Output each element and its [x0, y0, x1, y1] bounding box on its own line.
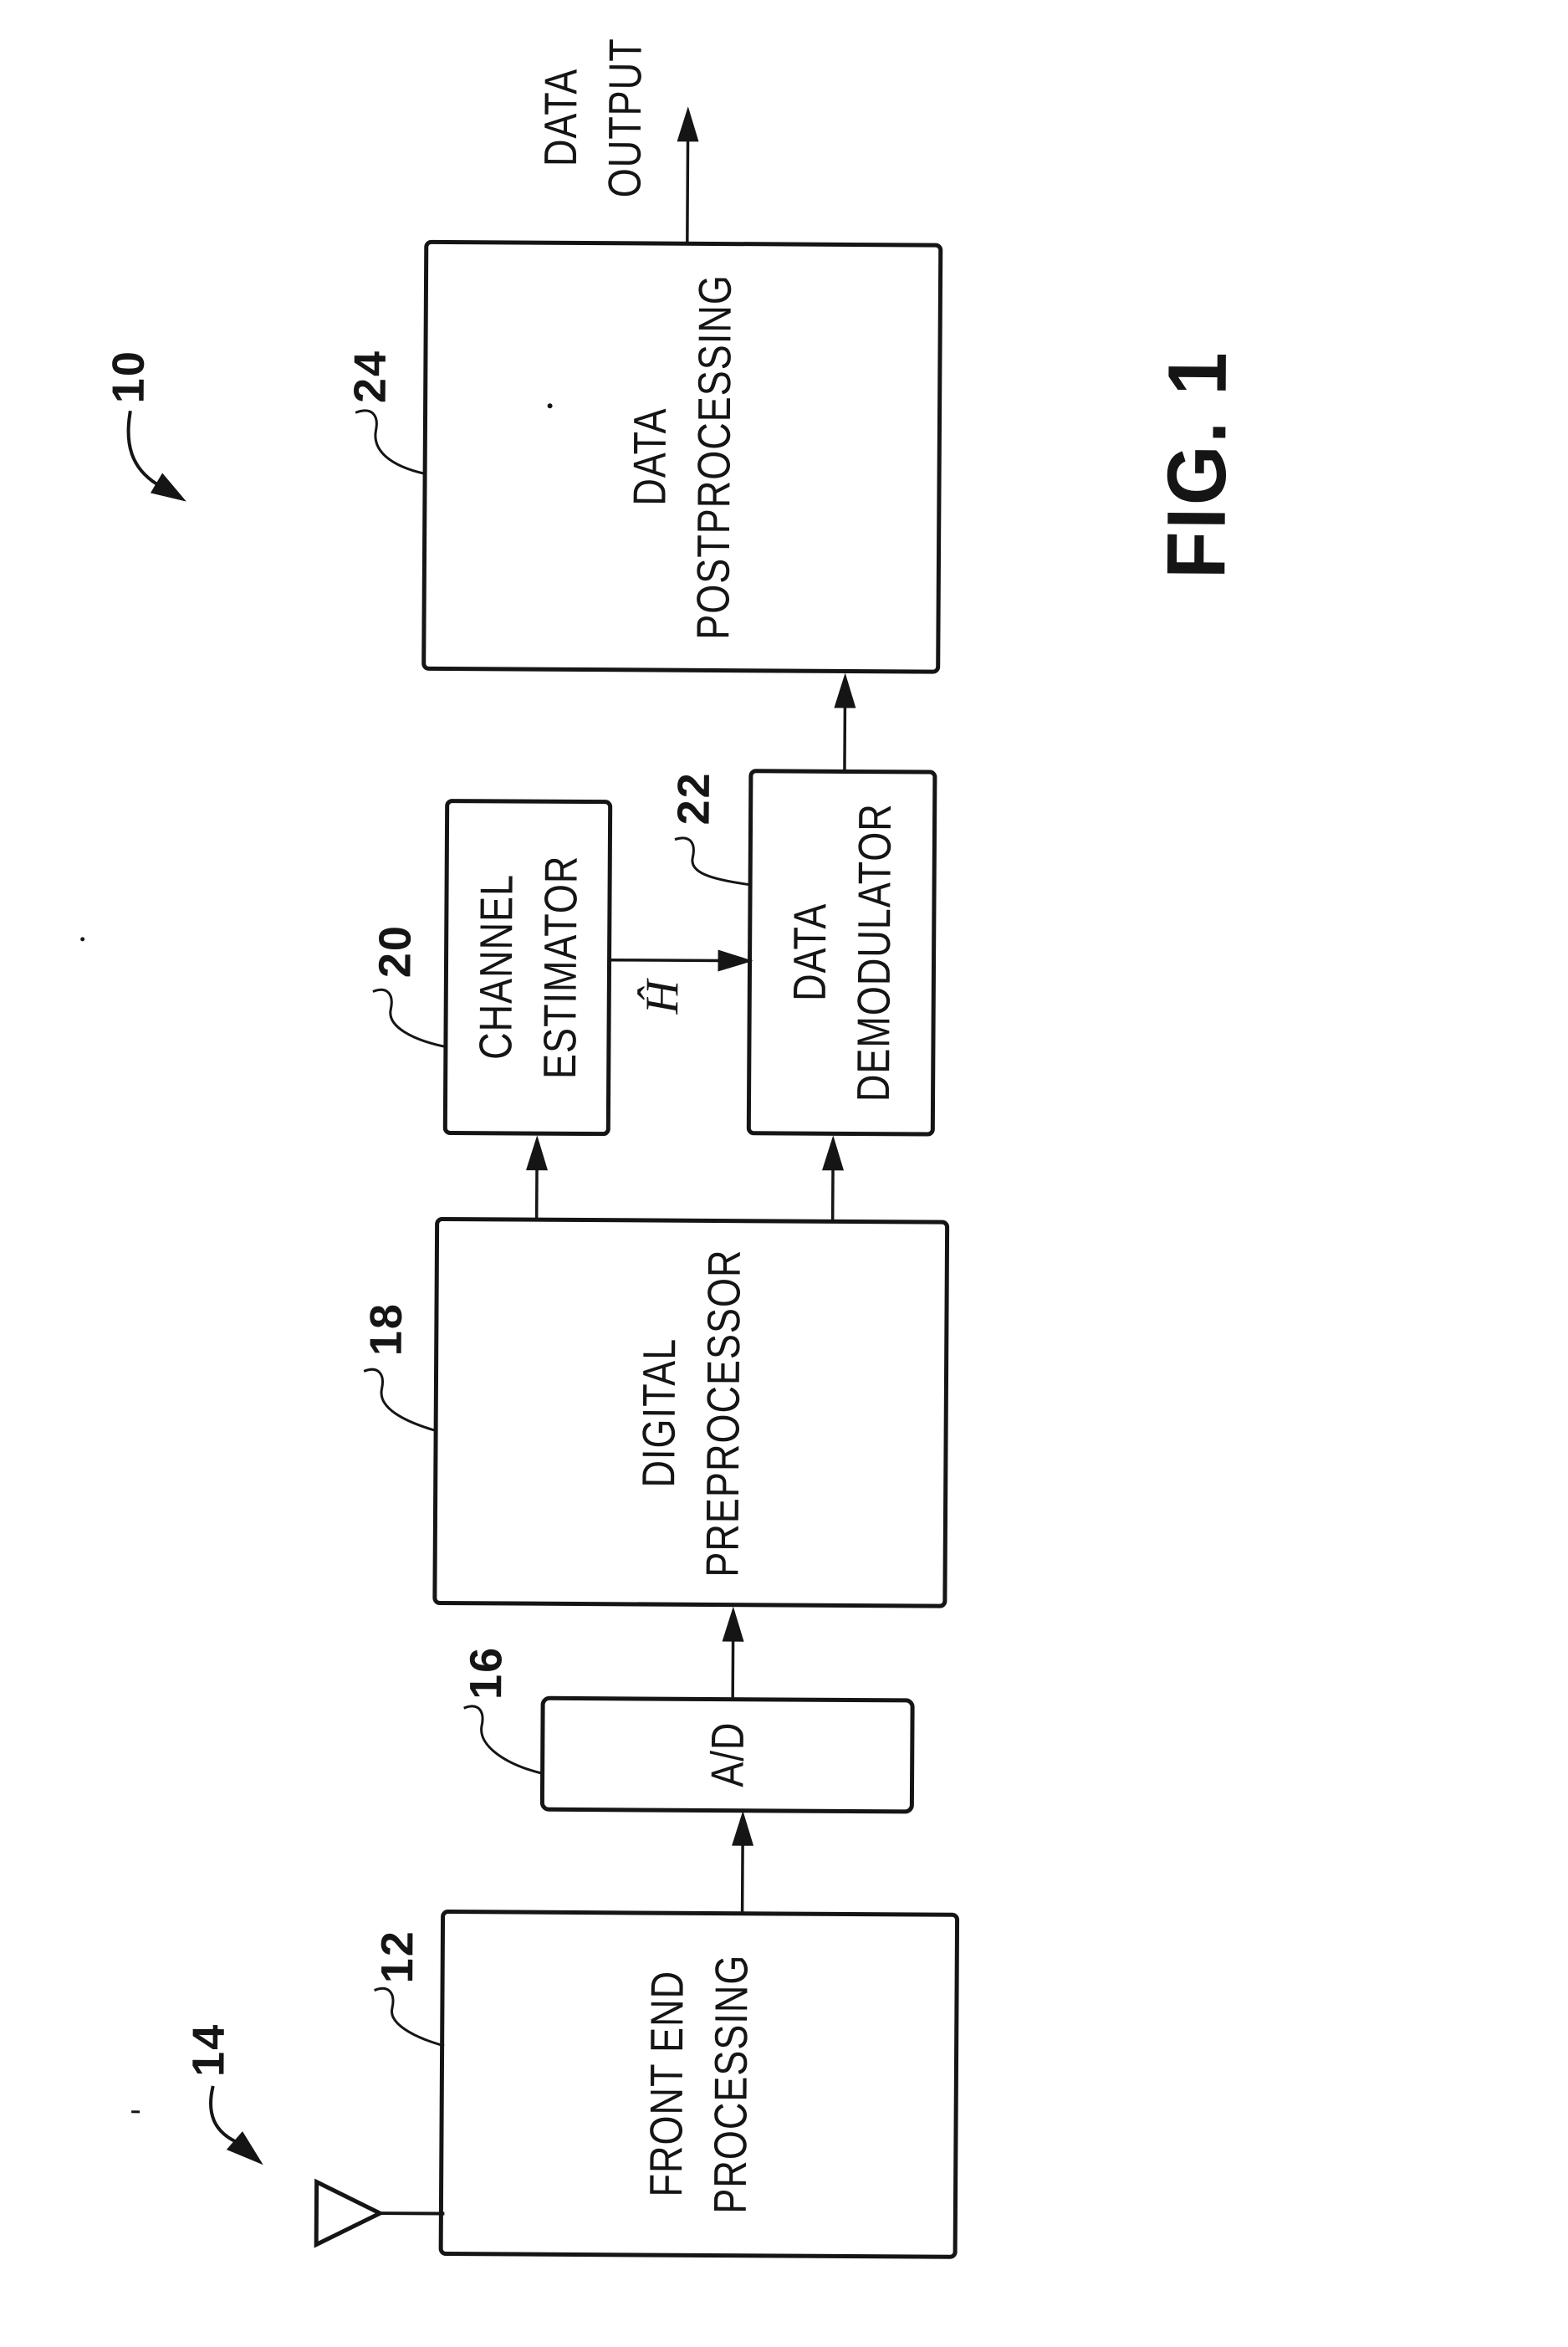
arrowhead-up-icon — [834, 672, 856, 708]
arrowhead-right-icon — [718, 949, 753, 972]
block-digital-preprocessor-outline — [432, 1217, 950, 1608]
arrow-preprocessor-to-demodulator — [822, 1135, 845, 1224]
arrowhead-up-icon — [822, 1135, 845, 1171]
ref-label-24: 24 — [345, 349, 396, 404]
antenna-triangle — [314, 2178, 386, 2248]
block-front-end-processing-label: FRONT END PROCESSING — [639, 1954, 758, 2214]
block-ad-converter-label: A/D — [701, 1721, 754, 1787]
scan-specks — [80, 403, 553, 2114]
ref-label-14: 14 — [183, 2022, 234, 2078]
data-output-label: DATA OUTPUT — [534, 38, 651, 198]
arrowhead-up-icon — [526, 1135, 549, 1171]
ref-label-16: 16 — [461, 1645, 512, 1700]
block-ad-converter-outline — [539, 1695, 915, 1814]
leader-ref-20 — [372, 988, 447, 1049]
arrow-demodulator-to-postprocessing — [834, 672, 856, 774]
ref-label-12: 12 — [372, 1929, 423, 1984]
arrow-preprocessor-to-estimator — [526, 1135, 549, 1221]
block-front-end-processing-outline — [438, 1910, 960, 2259]
block-channel-estimator-label: CHANNEL ESTIMATOR — [469, 855, 587, 1080]
block-data-demodulator-label: DATA DEMODULATOR — [783, 803, 901, 1102]
arrowhead-down-right-icon — [226, 2131, 263, 2165]
scan-speck — [547, 403, 553, 409]
ref-label-22: 22 — [668, 771, 719, 826]
scan-speck — [80, 937, 85, 942]
ref-label-18: 18 — [360, 1301, 412, 1357]
arrow-estimator-to-demodulator — [607, 949, 753, 972]
antenna-icon — [314, 2178, 445, 2248]
arrow-frontend-to-ad — [732, 1810, 754, 1915]
flow-arrows — [526, 106, 856, 1915]
arrowhead-up-icon — [732, 1810, 754, 1846]
ref-label-10: 10 — [103, 349, 155, 404]
arrow-data-output — [677, 106, 699, 246]
leader-ref-24 — [355, 409, 426, 476]
channel-estimate-symbol: Ĥ — [636, 979, 689, 1015]
block-digital-preprocessor-label: DIGITAL PREPROCESSOR — [632, 1249, 750, 1577]
leader-ref-22 — [674, 836, 752, 887]
leader-ref-16 — [463, 1705, 544, 1776]
antenna-ref-arrow — [209, 2085, 263, 2165]
block-data-postprocessing-label: DATA POSTPROCESSING — [623, 274, 742, 640]
ref-label-20: 20 — [370, 923, 421, 979]
figure-title: FIG. 1 — [1150, 349, 1244, 580]
block-data-demodulator-outline — [746, 769, 937, 1137]
leader-lines — [355, 409, 752, 2048]
scan-speck — [131, 2110, 140, 2114]
arrow-ad-to-preprocessor — [722, 1606, 744, 1701]
arrowhead-up-icon — [722, 1606, 744, 1642]
arrowhead-up-icon — [677, 106, 699, 142]
leader-ref-18 — [363, 1368, 437, 1433]
block-channel-estimator-outline — [442, 799, 613, 1137]
block-data-postprocessing-outline — [421, 239, 943, 674]
system-ref-arrow — [126, 410, 186, 502]
leader-ref-12 — [374, 1987, 445, 2048]
arrowhead-down-right-icon — [150, 473, 186, 502]
